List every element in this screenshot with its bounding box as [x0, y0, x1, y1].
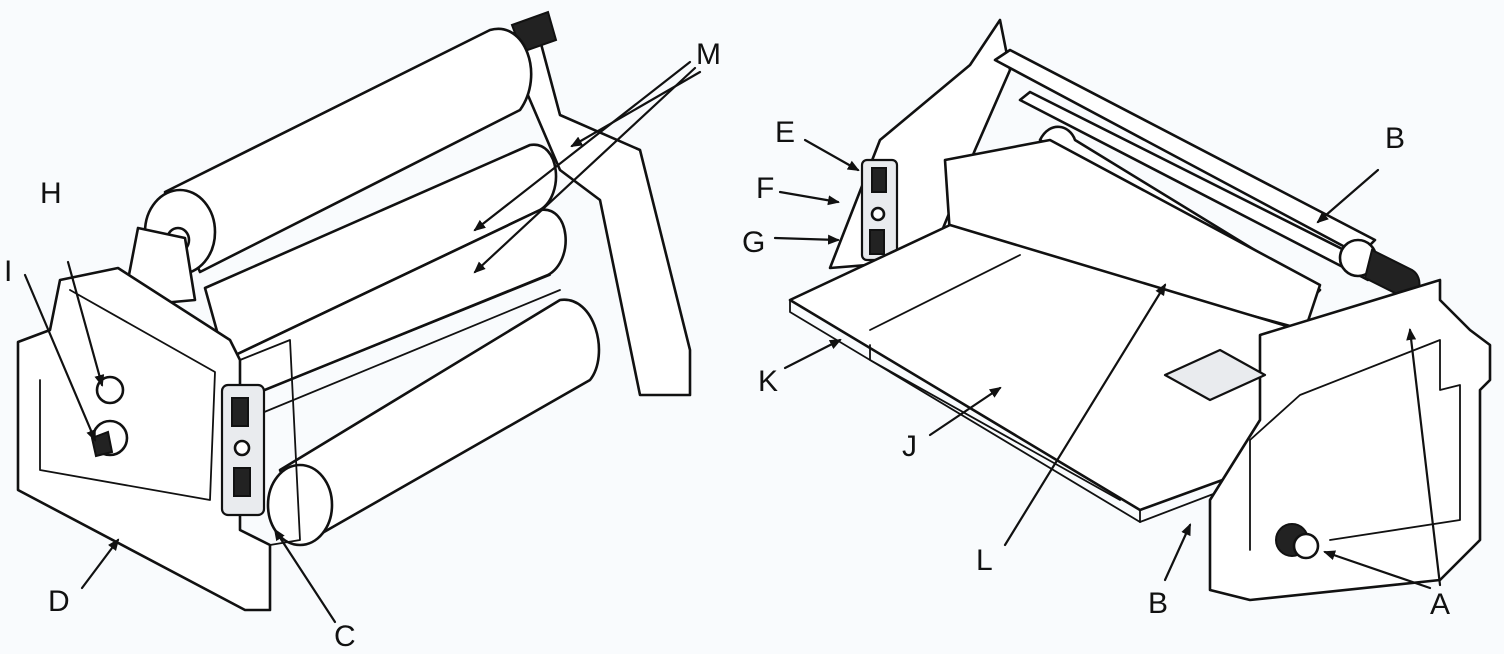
front-switch-1	[871, 167, 887, 193]
label-H: H	[40, 177, 62, 210]
rewind-knob	[90, 430, 114, 458]
front-switch-2	[869, 229, 885, 255]
bottom-supply-roll	[266, 298, 601, 547]
callout-labels: M H I D C E F G K J L B B A	[4, 38, 1450, 653]
label-C: C	[334, 620, 356, 653]
upper-guide-plate	[943, 138, 1322, 332]
panel-switch-2	[233, 467, 251, 497]
label-M: M	[696, 38, 721, 71]
label-J: J	[902, 430, 917, 463]
right-machine	[788, 18, 1492, 602]
label-B-bottom: B	[1148, 587, 1168, 620]
right-end-housing	[1208, 278, 1492, 602]
callout-arrows	[23, 60, 1442, 624]
label-A: A	[1430, 588, 1450, 621]
panel-indicator	[233, 439, 251, 457]
vent-grille	[1163, 348, 1267, 402]
top-guide-bar	[993, 48, 1377, 257]
label-G: G	[742, 226, 765, 259]
label-D: D	[48, 585, 70, 618]
label-I: I	[4, 255, 12, 288]
label-B-top: B	[1385, 122, 1405, 155]
label-L: L	[976, 544, 993, 577]
bottom-knob-cap	[1292, 532, 1320, 560]
left-machine	[16, 10, 692, 612]
label-K: K	[758, 365, 778, 398]
label-F: F	[756, 172, 774, 205]
front-indicator	[870, 206, 886, 222]
panel-switch-1	[231, 397, 249, 427]
left-machine-right-frame	[498, 28, 692, 397]
label-E: E	[775, 116, 795, 149]
